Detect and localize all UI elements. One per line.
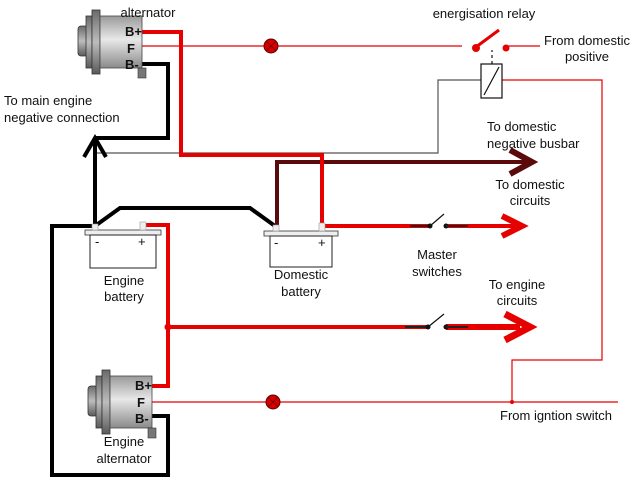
- label-from-domestic-positive-line2: positive: [565, 49, 609, 64]
- label-to-main-negative-line1: To main engine: [4, 93, 92, 108]
- label-to-engine-circuits-line2: circuits: [497, 293, 538, 308]
- engine-battery-positive-terminal: +: [138, 234, 146, 249]
- engine-alternator-terminal-f: F: [137, 395, 145, 410]
- labels: Domestic alternator Domestic alternator …: [4, 0, 630, 466]
- to-domestic-circuits-arrow: [500, 213, 529, 239]
- domestic-battery: - +: [263, 222, 339, 268]
- label-domestic-battery-line1: Domestic: [274, 267, 329, 282]
- label-to-main-negative-line2: negative connection: [4, 110, 120, 125]
- engine-warning-lamp: [265, 394, 281, 410]
- domestic-battery-negative-terminal: -: [274, 235, 278, 250]
- label-engine-battery-line2: battery: [104, 289, 144, 304]
- domestic-alternator-negative-wire: [95, 62, 170, 140]
- engine-battery: - +: [84, 221, 162, 269]
- label-master-switches-line1: Master: [417, 247, 457, 262]
- relay-coil-positive-wire: [502, 79, 603, 402]
- domestic-alternator-terminal-f: F: [127, 41, 135, 56]
- engine-alternator-positive-wire: [143, 223, 170, 388]
- label-domestic-battery-line2: battery: [281, 284, 321, 299]
- domestic-alternator-terminal-b-plus: B+: [125, 24, 142, 39]
- master-switch-engine[interactable]: [405, 313, 468, 330]
- engine-alternator-negative-wire: [50, 224, 170, 477]
- junction-dot: [510, 400, 514, 404]
- label-engine-battery-line1: Engine: [104, 273, 144, 288]
- domestic-alternator-terminal-b-minus: B-: [125, 57, 139, 72]
- domestic-warning-lamp: [263, 38, 279, 54]
- label-relay-line1: Domestic alternator: [428, 0, 541, 3]
- domestic-battery-positive-terminal: +: [318, 235, 326, 250]
- domestic-alternator: B+ F B-: [77, 9, 147, 79]
- label-to-engine-circuits-line1: To engine: [489, 277, 545, 292]
- label-domestic-alternator-line1: Domestic: [121, 0, 176, 2]
- engine-alternator-terminal-b-minus: B-: [135, 411, 149, 426]
- label-to-domestic-negative-busbar-line1: To domestic: [487, 119, 557, 134]
- label-from-domestic-positive-line1: From domestic: [544, 33, 630, 48]
- label-to-domestic-negative-busbar-line2: negative busbar: [487, 136, 580, 151]
- energisation-relay: [472, 28, 510, 99]
- negative-wires: [50, 62, 277, 477]
- label-engine-alternator-line2: alternator: [97, 451, 153, 466]
- relay-contact: [502, 44, 510, 52]
- engine-alternator: B+ F B-: [87, 369, 157, 439]
- junction-dot: [164, 323, 172, 331]
- relay-coil-negative-wire: [95, 79, 481, 154]
- domestic-negative-busbar-wire: [275, 147, 539, 225]
- label-to-domestic-circuits-line2: circuits: [510, 193, 551, 208]
- label-from-ignition-switch: From igntion switch: [500, 408, 612, 423]
- to-main-negative-arrow: [82, 134, 108, 159]
- label-master-switches-line2: switches: [412, 264, 462, 279]
- engine-alternator-terminal-b-plus: B+: [135, 378, 152, 393]
- master-switch-domestic[interactable]: [410, 213, 468, 229]
- label-to-domestic-circuits-line1: To domestic: [495, 177, 565, 192]
- label-engine-alternator-line1: Engine: [104, 434, 144, 449]
- relay-switch-arm: [475, 28, 500, 49]
- label-relay-line2: energisation relay: [433, 6, 536, 21]
- label-domestic-alternator-line2: alternator: [121, 5, 177, 20]
- domestic-alternator-positive-wire: [140, 30, 324, 226]
- to-domestic-negative-busbar-arrow: [508, 147, 539, 177]
- battery-negative-link: [93, 206, 277, 228]
- engine-battery-negative-terminal: -: [95, 234, 99, 249]
- to-engine-circuits-arrow: [503, 310, 538, 344]
